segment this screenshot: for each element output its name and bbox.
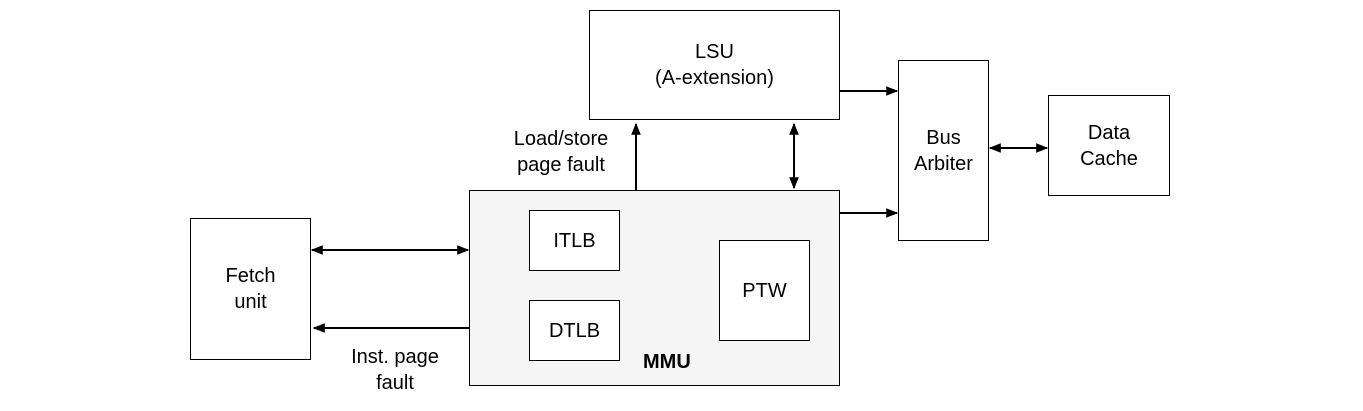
ptw-label: PTW	[742, 279, 787, 302]
load-store-fault-line1: Load/store	[513, 128, 609, 150]
data-cache-block: Data Cache	[1048, 95, 1170, 196]
itlb-label: ITLB	[553, 229, 596, 252]
lsu-block: LSU (A-extension)	[589, 10, 840, 120]
mmu-label: MMU	[643, 351, 691, 373]
load-store-page-fault-label: Load/store page fault	[495, 126, 627, 178]
data-cache-label-line1: Data	[1087, 121, 1131, 144]
itlb-block: ITLB	[529, 210, 620, 271]
fetch-unit-label-line2: unit	[234, 291, 267, 313]
ptw-block: PTW	[719, 240, 810, 341]
inst-fault-line1: Inst. page	[351, 346, 439, 368]
load-store-fault-line2: page fault	[517, 154, 605, 176]
bus-arbiter-label-line1: Bus	[926, 126, 961, 149]
bus-arbiter-label-line2: Arbiter	[914, 152, 973, 175]
bus-arbiter-block: Bus Arbiter	[898, 60, 989, 241]
dtlb-label: DTLB	[548, 319, 601, 342]
fetch-unit-block: Fetch unit	[190, 218, 311, 360]
fetch-unit-label-line1: Fetch	[225, 265, 276, 287]
inst-fault-line2: fault	[376, 372, 414, 394]
dtlb-block: DTLB	[529, 300, 620, 361]
lsu-label-line2: (A-extension)	[655, 67, 774, 89]
lsu-label-line1: LSU	[695, 41, 734, 63]
inst-page-fault-label: Inst. page fault	[330, 344, 460, 396]
data-cache-label-line2: Cache	[1080, 147, 1138, 170]
